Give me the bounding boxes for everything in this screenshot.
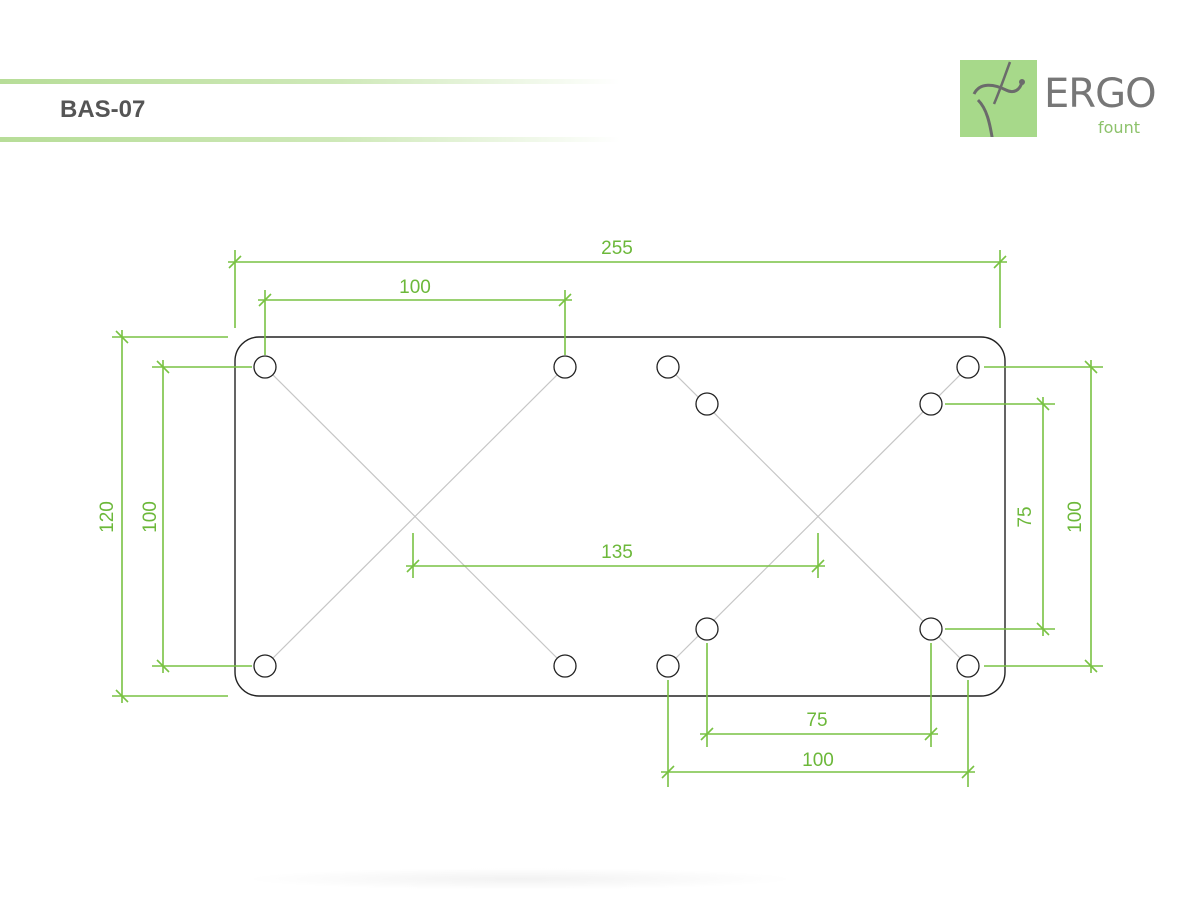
dimension-center-distance: 135 bbox=[406, 533, 825, 578]
dimension-label: 100 bbox=[1065, 501, 1086, 533]
mounting-hole bbox=[956, 355, 980, 379]
dimension-label: 100 bbox=[802, 750, 834, 771]
diagonal-line bbox=[667, 366, 969, 667]
dimension-overall-height: 120 bbox=[97, 330, 228, 703]
dimension-left-vertical: 100 bbox=[140, 360, 252, 673]
dimension-label: 75 bbox=[806, 710, 827, 731]
mounting-hole bbox=[695, 617, 719, 641]
brand-logo: ERGO fount bbox=[960, 60, 1157, 151]
dimension-top-spacing: 100 bbox=[258, 277, 572, 355]
floor-shadow bbox=[240, 868, 800, 890]
dimension-label: 135 bbox=[601, 542, 633, 563]
header-band-bottom bbox=[0, 137, 620, 142]
header-band-top bbox=[0, 79, 620, 84]
mounting-hole bbox=[253, 355, 277, 379]
mounting-hole bbox=[919, 617, 943, 641]
mounting-hole bbox=[656, 355, 680, 379]
mounting-hole bbox=[656, 654, 680, 678]
dimension-right-outer-vertical: 100 bbox=[984, 360, 1103, 673]
dimension-label: 120 bbox=[97, 501, 118, 533]
dimension-label: 100 bbox=[399, 277, 431, 298]
mounting-hole bbox=[919, 392, 943, 416]
mounting-hole bbox=[253, 654, 277, 678]
dimension-label: 75 bbox=[1015, 506, 1036, 527]
mounting-hole bbox=[695, 392, 719, 416]
dimension-label: 100 bbox=[140, 501, 161, 533]
diagonal-line bbox=[264, 366, 566, 667]
mounting-hole bbox=[956, 654, 980, 678]
logo-subtitle: fount bbox=[1098, 118, 1140, 137]
dimension-bottom-outer: 100 bbox=[661, 680, 975, 787]
dimension-bottom-inner: 75 bbox=[700, 643, 938, 747]
dimension-right-inner-vertical: 75 bbox=[945, 397, 1055, 636]
page-title: BAS-07 bbox=[60, 96, 146, 123]
ergofount-logo-icon bbox=[960, 60, 1037, 151]
dimension-overall-width: 255 bbox=[228, 238, 1007, 328]
dimension-label: 255 bbox=[601, 238, 633, 259]
base-plate bbox=[234, 336, 1006, 697]
mounting-hole bbox=[553, 654, 577, 678]
logo-wordmark: ERGO bbox=[1044, 71, 1157, 117]
mounting-hole bbox=[553, 355, 577, 379]
